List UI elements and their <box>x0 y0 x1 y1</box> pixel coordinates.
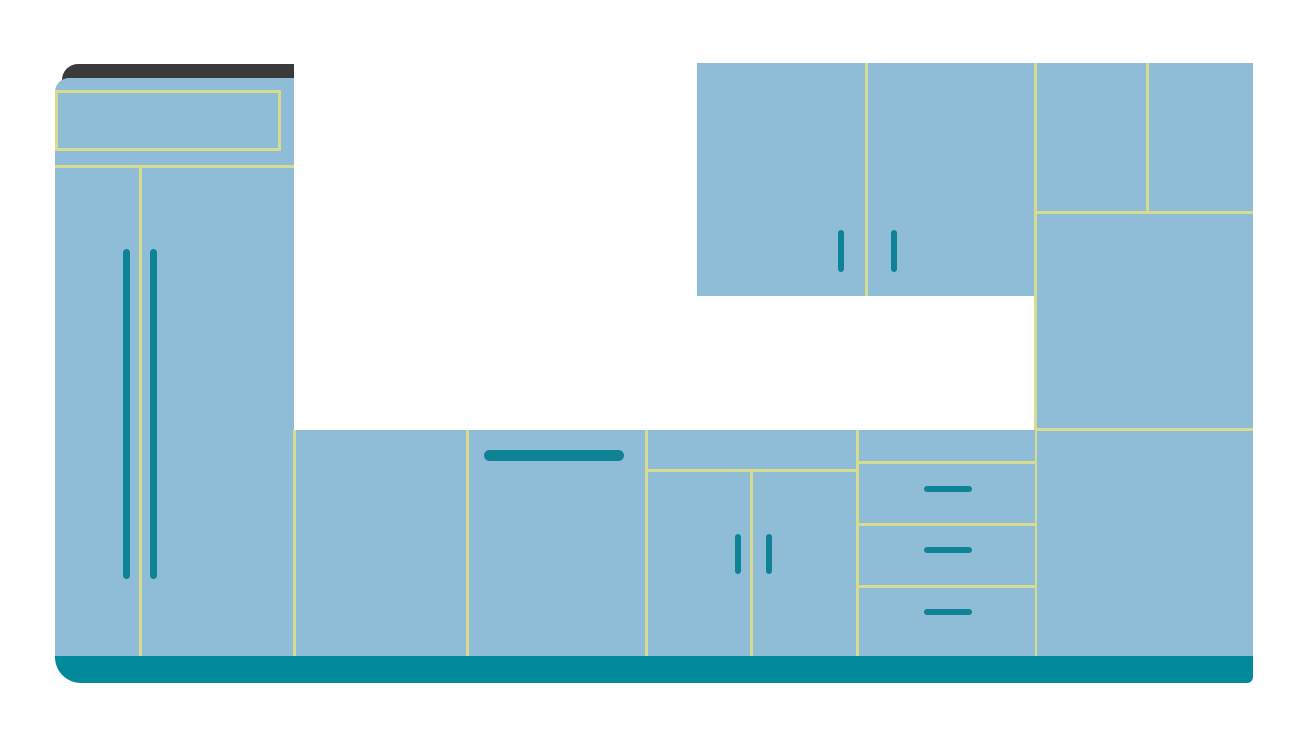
pantry-body <box>1035 63 1253 656</box>
pantry-left-edge <box>1034 63 1037 656</box>
fridge-right-handle <box>150 249 157 579</box>
upper-left-handle <box>838 230 844 272</box>
base-seam-fridge <box>293 430 296 656</box>
pantry-seam-2 <box>1035 428 1253 431</box>
sink-right-handle <box>766 534 772 574</box>
fridge-top-compartment <box>55 90 281 151</box>
fridge-body <box>55 78 294 656</box>
fridge-top-cap <box>62 64 294 80</box>
drawer-seam-1 <box>857 523 1035 526</box>
fridge-door-split <box>139 165 142 656</box>
drawer-seam-2 <box>857 585 1035 588</box>
sink-base-door-split <box>750 469 753 656</box>
base-seam-2 <box>645 430 648 656</box>
base-seam-1 <box>466 430 469 656</box>
drawer-seam-top <box>857 461 1035 464</box>
toe-kick <box>55 655 1253 683</box>
pantry-seam-1 <box>1035 211 1253 214</box>
pantry-top-split <box>1146 63 1149 213</box>
dishwasher-handle <box>484 450 624 461</box>
drawer-3-handle <box>924 609 972 615</box>
upper-cabinet-split <box>865 63 868 296</box>
drawer-1-handle <box>924 486 972 492</box>
fridge-left-handle <box>123 249 130 579</box>
upper-right-handle <box>891 230 897 272</box>
base-seam-3 <box>856 430 859 656</box>
drawer-2-handle <box>924 547 972 553</box>
fridge-horizontal-seam <box>55 165 294 168</box>
base-run-body <box>294 430 1035 656</box>
sink-left-handle <box>735 534 741 574</box>
